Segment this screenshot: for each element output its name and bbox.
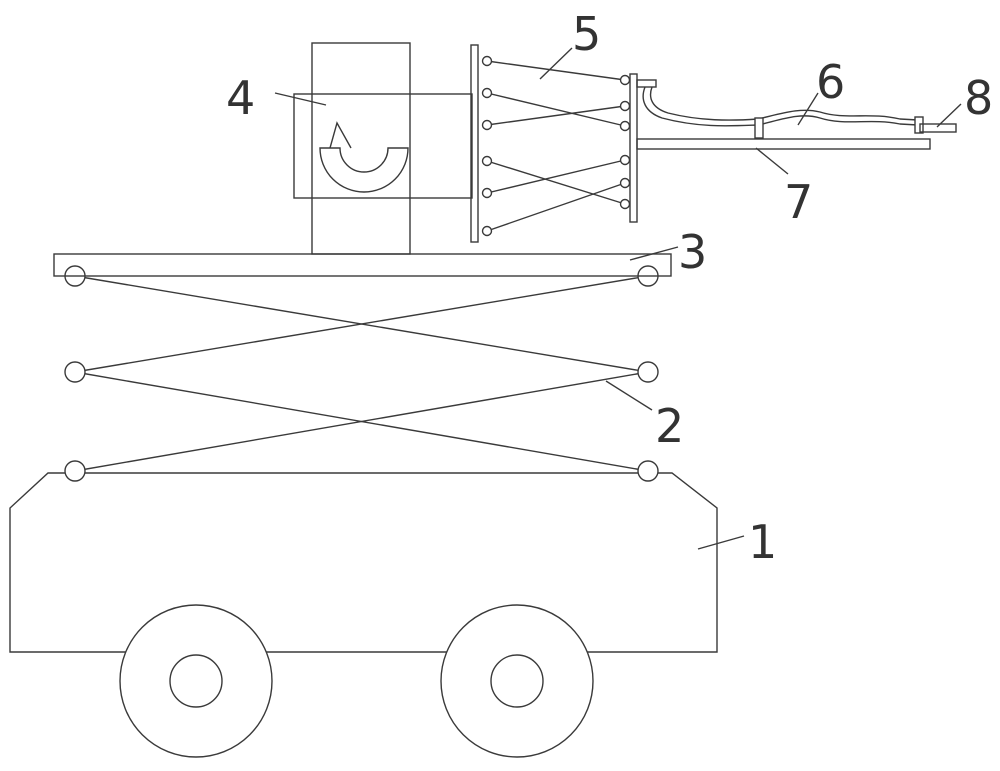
rotating-housing [294, 43, 472, 254]
part-label-4: 4 [226, 71, 255, 125]
pivot-joint [638, 461, 658, 481]
pivot-joint [638, 362, 658, 382]
pivot-joint [65, 362, 85, 382]
part-label-8: 8 [964, 71, 993, 125]
wire-drum [471, 45, 637, 242]
lifting-platform [54, 254, 671, 276]
pivot-joint [65, 461, 85, 481]
support-rod [637, 139, 930, 149]
flexible-cable [637, 80, 923, 138]
part-label-5: 5 [572, 7, 601, 61]
rear-wheel [120, 605, 272, 757]
part-label-7: 7 [784, 175, 813, 229]
rotation-arrow-icon [320, 123, 408, 192]
front-wheel [441, 605, 593, 757]
part-label-3: 3 [678, 225, 707, 279]
scissor-mechanism [65, 266, 658, 481]
part-label-6: 6 [816, 55, 845, 109]
leader-lines [275, 48, 961, 549]
vehicle-chassis [10, 473, 717, 652]
part-label-2: 2 [655, 399, 684, 453]
part-label-1: 1 [748, 515, 777, 569]
